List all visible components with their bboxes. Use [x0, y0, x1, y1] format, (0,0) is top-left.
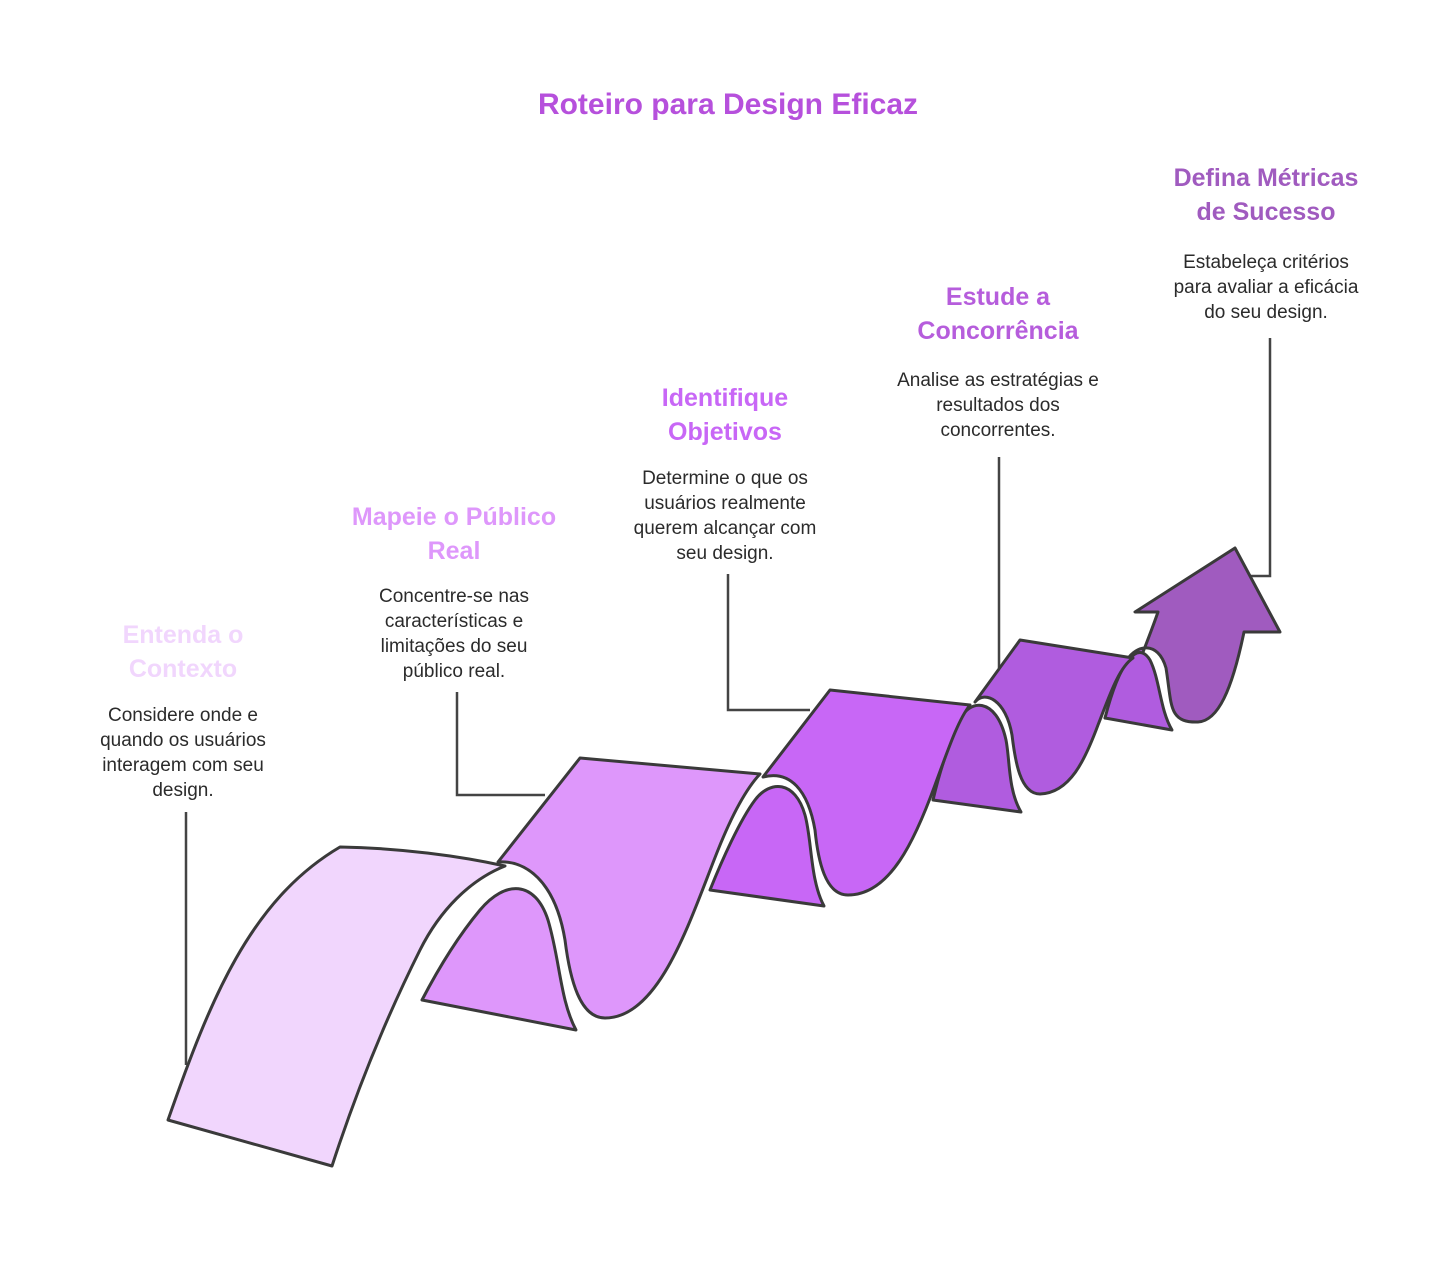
- leader-line-step-3: [726, 574, 810, 712]
- step-5-description: Estabeleça critérios: [1183, 252, 1349, 273]
- step-3-description: querem alcançar com: [634, 518, 817, 539]
- ribbon-path: [166, 546, 1282, 1168]
- step-1-description: quando os usuários: [100, 730, 266, 751]
- step-3-description: seu design.: [676, 543, 773, 564]
- step-4-heading: Estude a: [946, 283, 1051, 311]
- step-4-description: resultados dos: [936, 395, 1060, 416]
- ribbon-segment-1: [166, 845, 507, 1168]
- step-3-heading: Objetivos: [668, 418, 782, 446]
- step-2-description: Concentre-se nas: [379, 586, 529, 607]
- step-3-description: usuários realmente: [644, 493, 806, 514]
- ribbon-segment-2: [420, 756, 762, 1032]
- step-1-heading: Entenda o: [123, 621, 244, 649]
- step-1-description: interagem com seu: [102, 755, 264, 776]
- step-3-description: Determine o que os: [642, 468, 808, 489]
- step-2-description: público real.: [403, 661, 505, 682]
- step-1-heading: Contexto: [129, 655, 237, 683]
- step-5-description: do seu design.: [1204, 302, 1328, 323]
- step-1-description: design.: [152, 780, 213, 801]
- ribbon-segment-4: [931, 638, 1135, 814]
- leader-line-step-5: [1250, 338, 1272, 578]
- step-5-description: para avaliar a eficácia: [1174, 277, 1359, 298]
- step-2-description: limitações do seu: [381, 636, 528, 657]
- step-2-heading: Real: [428, 537, 481, 565]
- step-2-description: características e: [385, 611, 523, 632]
- ribbon-segment-3: [708, 688, 972, 908]
- step-4-description: Analise as estratégias e: [897, 370, 1099, 391]
- leader-line-step-2: [455, 692, 545, 797]
- ribbon-segment-5-arrow: [1103, 546, 1282, 724]
- step-4-description: concorrentes.: [940, 420, 1055, 441]
- leader-lines: [184, 338, 1272, 1065]
- step-5-heading: de Sucesso: [1197, 198, 1336, 226]
- step-4-heading: Concorrência: [917, 317, 1079, 345]
- step-3-heading: Identifique: [662, 384, 788, 412]
- diagram-title: Roteiro para Design Eficaz: [538, 88, 918, 121]
- step-1-description: Considere onde e: [108, 705, 258, 726]
- step-5-heading: Defina Métricas: [1174, 164, 1359, 192]
- step-2-heading: Mapeie o Público: [352, 503, 556, 531]
